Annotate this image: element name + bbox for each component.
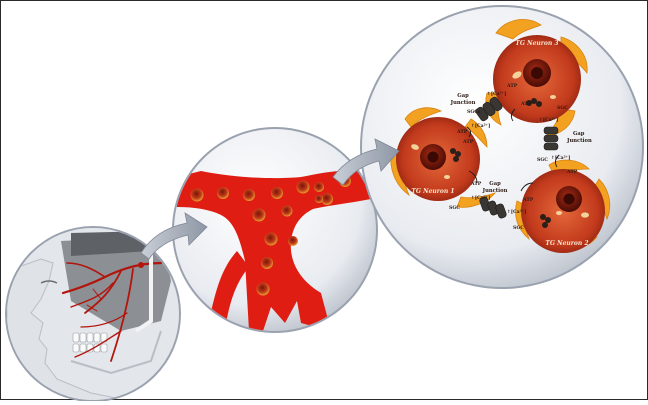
calcium-label-1: ↑[Ca²⁺] (487, 91, 506, 97)
neuron-network-circle: TG Neuron 3 TG Neuron 1 (360, 5, 644, 289)
atp-label-7: ATP (522, 197, 534, 203)
sgc-label-2: SGC (537, 157, 548, 163)
junction-label-2: Junction (566, 138, 592, 144)
calcium-label-2: ↑[Ca²⁺] (471, 123, 490, 129)
junction-label-1: Junction (450, 100, 476, 106)
calcium-label-5: ↑[Ca²⁺] (471, 195, 490, 201)
atp-label-3: ATP (506, 83, 518, 89)
head-circle (5, 226, 187, 401)
calcium-label-6: ↑[Ca²⁺] (507, 209, 526, 215)
atp-label-4: ATP (520, 101, 532, 107)
atp-label-5: ATP (566, 169, 578, 175)
atp-label-1: ATP (456, 129, 468, 135)
neuron-2-label: TG Neuron 2 (545, 240, 588, 247)
gap-label-3: Gap (489, 181, 501, 187)
gap-junction-3-2 (544, 127, 558, 150)
atp-label-6: ATP (470, 181, 482, 187)
sgc-label-3: SGC (449, 205, 460, 211)
gap-label-2: Gap (573, 131, 585, 137)
gap-label-1: Gap (457, 93, 469, 99)
neuron-1-label: TG Neuron 1 (411, 188, 454, 195)
atp-label-2: ATP (462, 139, 474, 145)
sgcs-label: SGCs (467, 109, 481, 115)
calcium-label-4: ↑[Ca²⁺] (551, 155, 570, 161)
sgc-label-4: SGC (513, 225, 524, 231)
neuron-3-label: TG Neuron 3 (515, 40, 558, 47)
calcium-label-3: ↑[Ca²⁺] (539, 117, 558, 123)
junction-label-3: Junction (482, 188, 508, 194)
sgc-label-1: SGC (557, 105, 568, 111)
